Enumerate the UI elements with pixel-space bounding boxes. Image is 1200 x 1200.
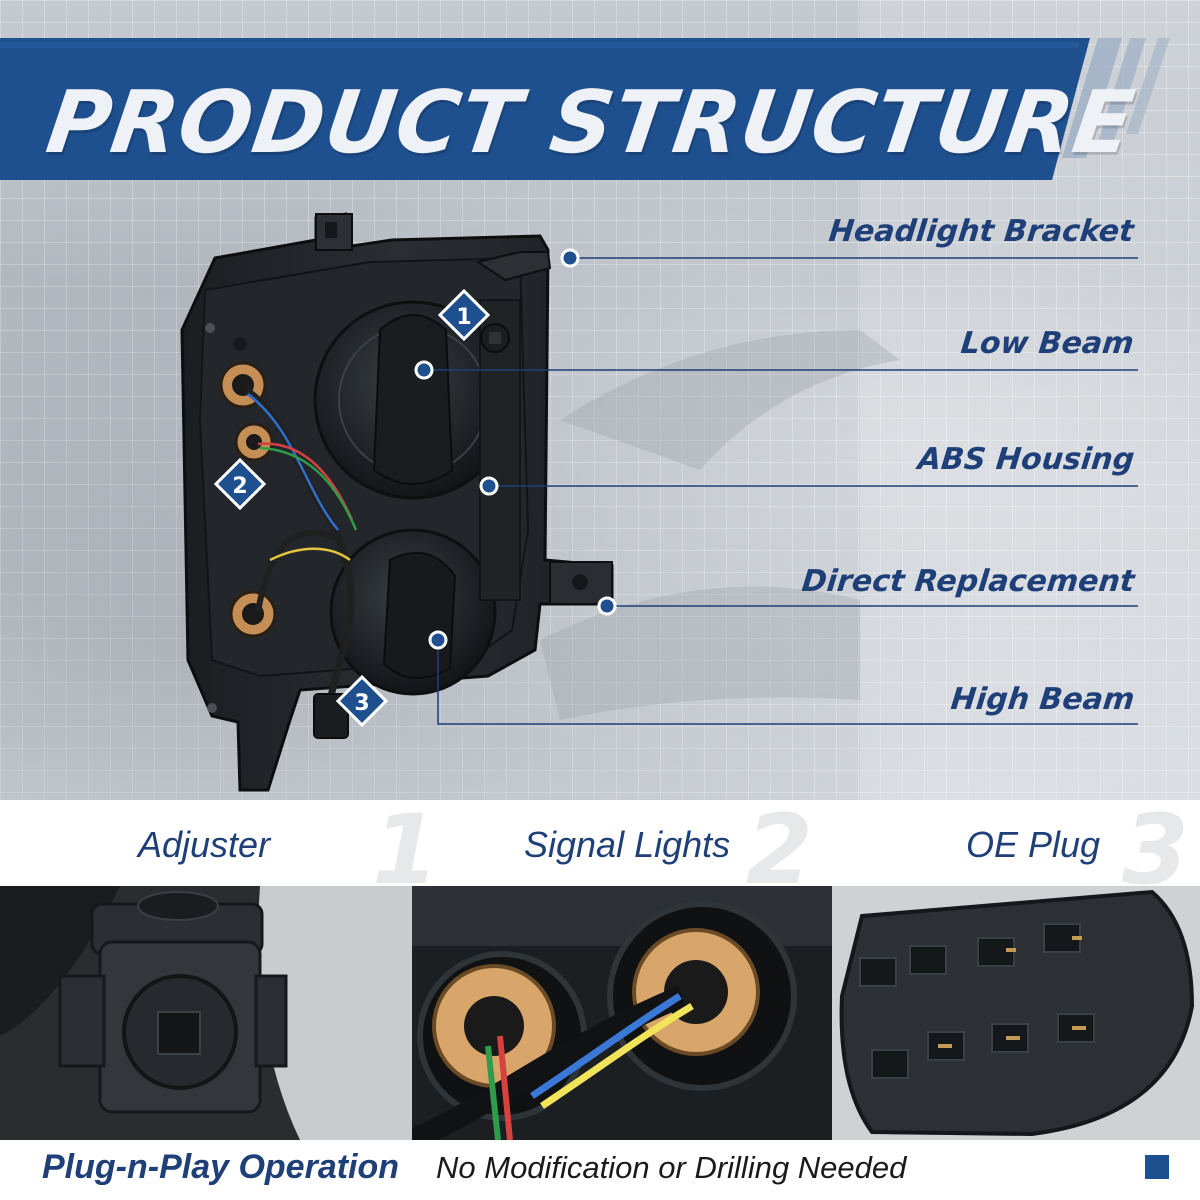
- footer: Plug-n-Play Operation No Modification or…: [0, 1140, 1200, 1200]
- feature-adjuster: 1 Adjuster: [0, 800, 439, 898]
- feature-oe-plug: 3 OE Plug: [820, 800, 1200, 898]
- feature-number: 2: [746, 794, 813, 906]
- marker-3-icon: 3: [335, 674, 389, 728]
- footer-description: No Modification or Drilling Needed: [436, 1150, 907, 1185]
- marker-2-label: 2: [232, 474, 247, 499]
- feature-label-strip: 1 Adjuster 2 Signal Lights 3 OE Plug: [0, 800, 1200, 898]
- callout-dots: [414, 248, 617, 650]
- headlight-illustration: 1 2 3: [180, 212, 1138, 792]
- feature-signal-lights: 2 Signal Lights: [420, 800, 820, 898]
- banner-shape: [0, 38, 1170, 180]
- callout-high-beam: High Beam: [948, 682, 1136, 717]
- feature-label: Adjuster: [138, 824, 271, 865]
- feature-label: OE Plug: [966, 824, 1101, 865]
- oe-plug-photo: [832, 886, 1200, 1140]
- marker-1-label: 1: [456, 305, 471, 330]
- marker-3-label: 3: [354, 691, 369, 716]
- feature-photo-row: [0, 886, 1200, 1140]
- marker-1-icon: 1: [437, 288, 491, 342]
- callout-direct-replacement: Direct Replacement: [799, 564, 1136, 599]
- feature-number: 3: [1122, 794, 1189, 906]
- adjuster-photo: [0, 886, 412, 1140]
- signal-lights-photo: [412, 886, 832, 1140]
- footer-headline: Plug-n-Play Operation: [42, 1148, 400, 1186]
- feature-number: 1: [372, 794, 439, 906]
- callout-abs-housing: ABS Housing: [915, 442, 1136, 477]
- title-banner: PRODUCT STRUCTURE: [0, 38, 1200, 180]
- callout-headlight-bracket: Headlight Bracket: [827, 214, 1136, 249]
- product-structure-section: PRODUCT STRUCTURE: [0, 0, 1200, 800]
- feature-label: Signal Lights: [524, 824, 731, 865]
- marker-2-icon: 2: [213, 457, 267, 511]
- square-bullet-icon: [1145, 1155, 1169, 1179]
- callout-low-beam: Low Beam: [959, 326, 1136, 361]
